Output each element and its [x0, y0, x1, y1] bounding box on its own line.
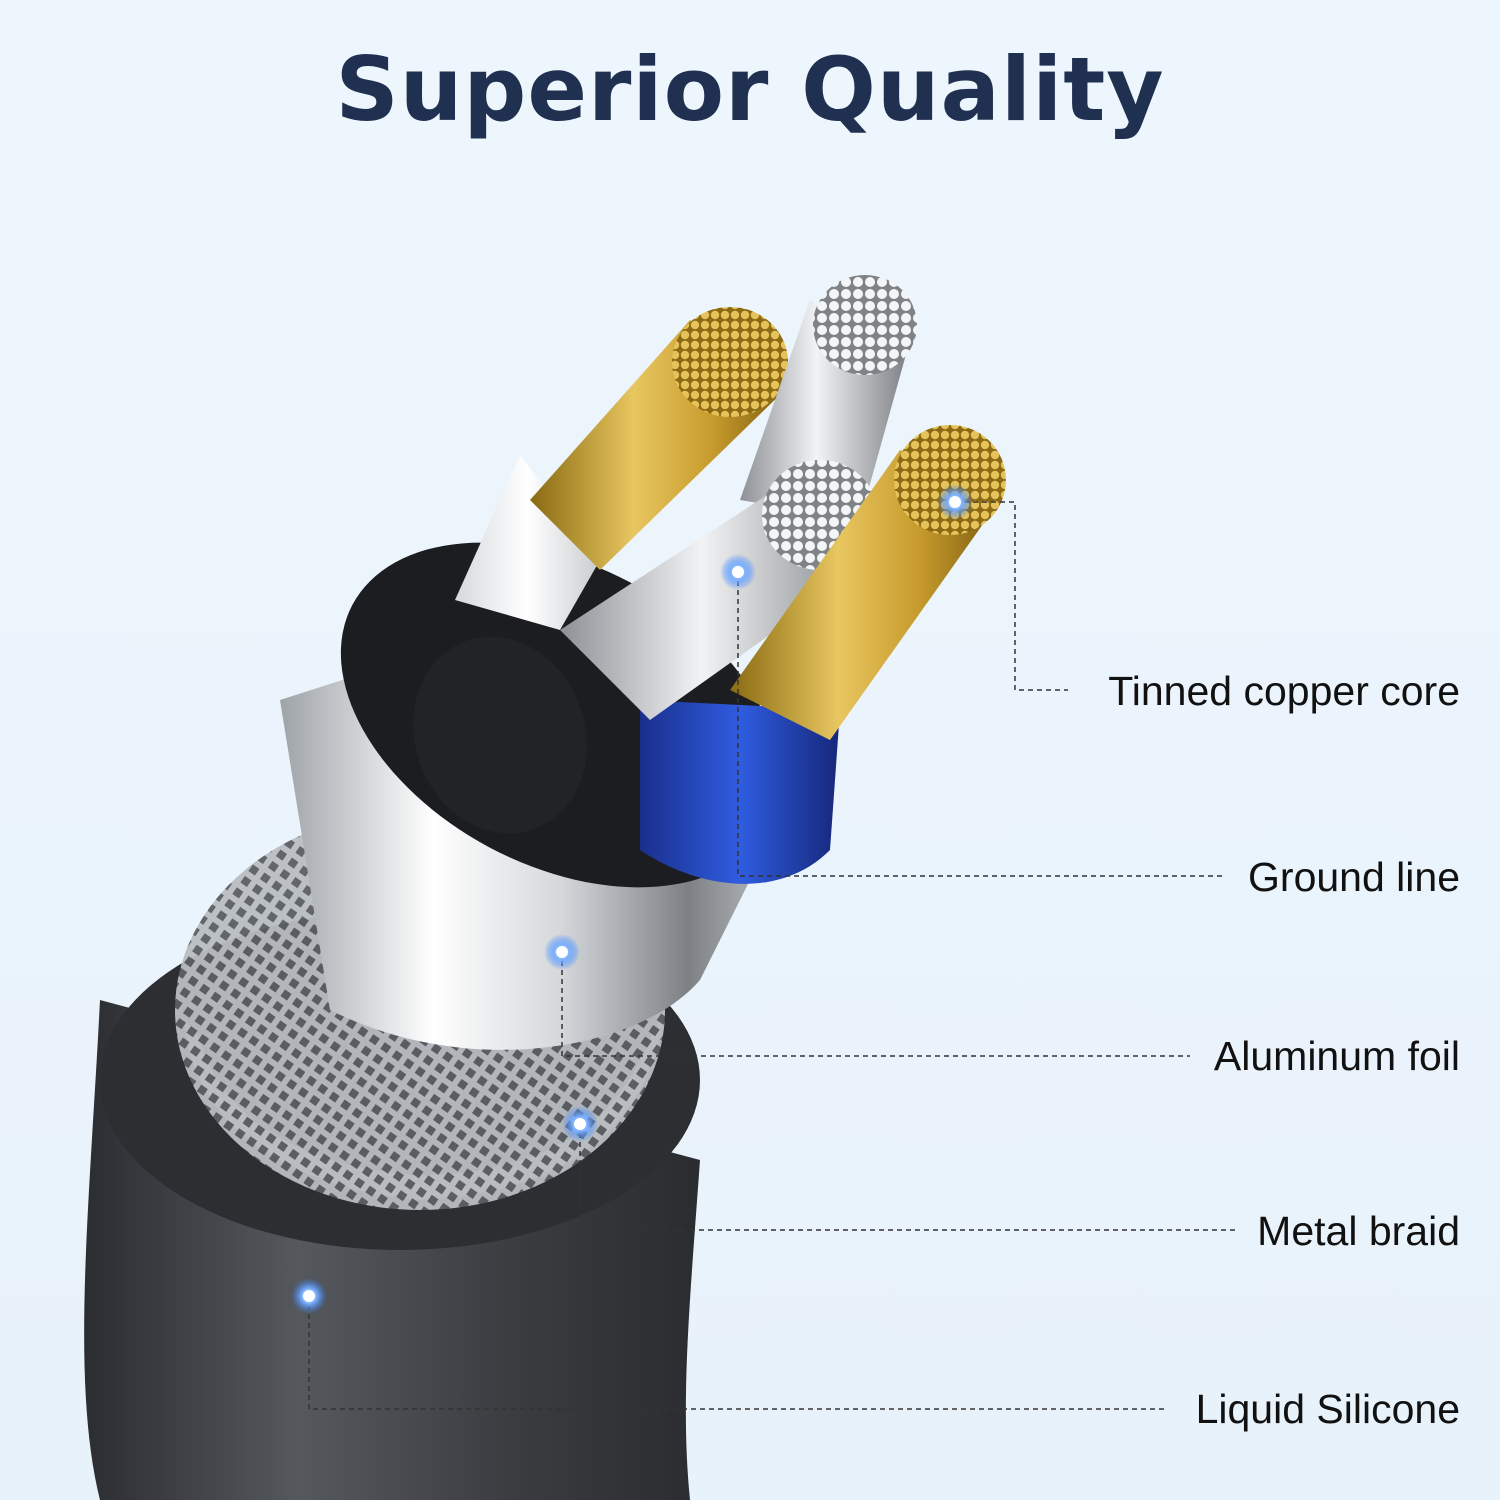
leader-liquid-silicone — [308, 1296, 1166, 1410]
leader-aluminum-foil — [561, 952, 1190, 1057]
markers — [291, 484, 973, 1314]
tinned-copper-conductor-face — [894, 425, 1006, 535]
page-title: Superior Quality — [335, 38, 1165, 141]
label-ground-line: Ground line — [1248, 854, 1460, 900]
label-liquid-silicone: Liquid Silicone — [1195, 1386, 1460, 1432]
leader-ground-line — [737, 572, 1226, 877]
leader-lines — [308, 501, 1236, 1410]
label-aluminum-foil: Aluminum foil — [1213, 1033, 1460, 1079]
leader-metal-braid — [579, 1124, 1236, 1231]
gold-conductor-left-face — [672, 307, 788, 417]
label-metal-braid: Metal braid — [1257, 1208, 1460, 1254]
black-insulation — [413, 636, 587, 834]
blue-insulation — [640, 700, 840, 884]
metal-braid-lower — [185, 1010, 665, 1200]
white-insulation — [455, 455, 600, 630]
silver-conductor-back-face — [813, 275, 917, 375]
label-tinned-copper-core: Tinned copper core — [1108, 668, 1460, 714]
leader-tinned-copper-core — [955, 501, 1068, 691]
